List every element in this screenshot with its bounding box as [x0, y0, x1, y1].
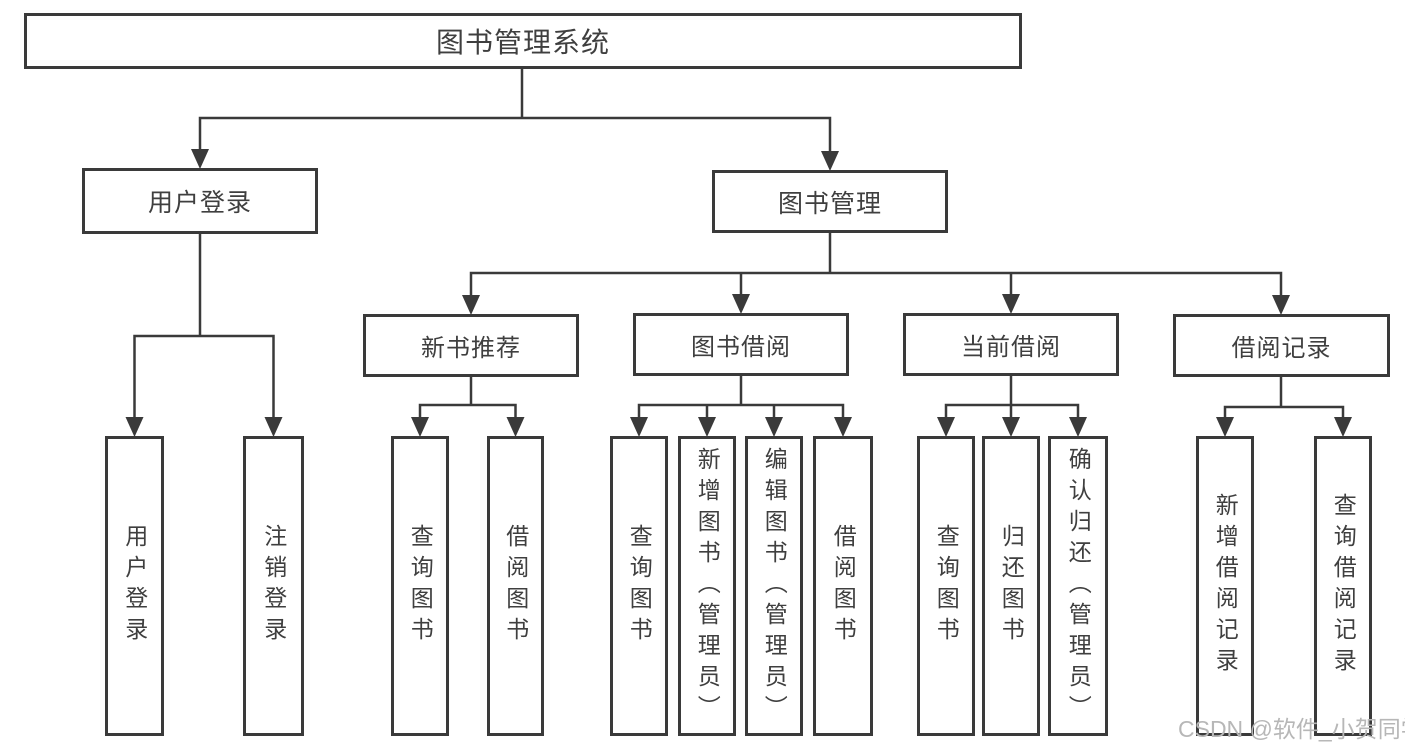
leaf-add-borrow-record: 新增借阅记录 [1196, 436, 1254, 736]
leaf-user-login-label: 用户登录 [121, 524, 148, 648]
leaf-add-book-admin-label: 新增图书（管理员） [694, 446, 721, 726]
leaf-logout-login-label: 注销登录 [260, 524, 287, 648]
leaf-return-book-label: 归还图书 [998, 524, 1025, 648]
leaf-add-book-admin: 新增图书（管理员） [678, 436, 736, 736]
leaf-borrow-book-newrec-label: 借阅图书 [502, 524, 529, 648]
connector-borrowrecord-to-leaves [1223, 376, 1345, 421]
leaf-query-book-current: 查询图书 [917, 436, 975, 736]
leaf-borrow-book-newrec: 借阅图书 [487, 436, 544, 736]
leaf-edit-book-admin-label: 编辑图书（管理员） [761, 446, 788, 726]
leaf-add-borrow-record-label: 新增借阅记录 [1212, 493, 1239, 679]
node-user-login-label: 用户登录 [147, 189, 252, 217]
node-new-book-recommend-label: 新书推荐 [421, 335, 521, 362]
leaf-confirm-return-admin: 确认归还（管理员） [1048, 436, 1108, 736]
node-new-book-recommend: 新书推荐 [363, 314, 579, 377]
arrowheads [125, 149, 1352, 437]
leaf-return-book: 归还图书 [982, 436, 1040, 736]
csdn-watermark: CSDN @软件_小贺同学 [1178, 716, 1405, 742]
leaf-query-book-borrowing-label: 查询图书 [626, 524, 653, 648]
node-root-label: 图书管理系统 [435, 27, 610, 58]
node-book-borrowing: 图书借阅 [633, 313, 849, 376]
node-book-management: 图书管理 [712, 170, 948, 233]
node-borrowing-records-label: 借阅记录 [1231, 335, 1332, 362]
leaf-query-book-borrowing: 查询图书 [610, 436, 668, 736]
leaf-query-borrow-record: 查询借阅记录 [1314, 436, 1372, 736]
node-book-borrowing-label: 图书借阅 [691, 334, 791, 361]
leaf-borrow-book-label: 借阅图书 [830, 524, 857, 648]
connector-userlogin-to-leaves [133, 232, 275, 420]
node-book-management-label: 图书管理 [777, 189, 882, 218]
node-root: 图书管理系统 [24, 13, 1022, 69]
node-borrowing-records: 借阅记录 [1173, 314, 1390, 377]
leaf-borrow-book: 借阅图书 [813, 436, 873, 736]
node-current-borrowing-label: 当前借阅 [961, 334, 1061, 361]
leaf-logout-login: 注销登录 [243, 436, 304, 736]
node-current-borrowing: 当前借阅 [903, 313, 1119, 376]
leaf-query-borrow-record-label: 查询借阅记录 [1330, 493, 1357, 679]
leaf-query-book-newrec-label: 查询图书 [407, 524, 434, 648]
leaf-edit-book-admin: 编辑图书（管理员） [745, 436, 803, 736]
leaf-query-book-newrec: 查询图书 [391, 436, 449, 736]
leaf-user-login: 用户登录 [105, 436, 164, 736]
connector-bookborrow-to-leaves [637, 375, 845, 421]
leaf-query-book-current-label: 查询图书 [933, 524, 960, 648]
leaf-confirm-return-admin-label: 确认归还（管理员） [1065, 446, 1092, 726]
connector-bookmgmt-to-level3 [469, 231, 1283, 298]
node-user-login: 用户登录 [82, 168, 318, 234]
connector-root-to-level2 [198, 66, 832, 154]
connector-newbook-to-leaves [418, 376, 517, 421]
connector-currentborrow-to-leaves [944, 375, 1080, 421]
